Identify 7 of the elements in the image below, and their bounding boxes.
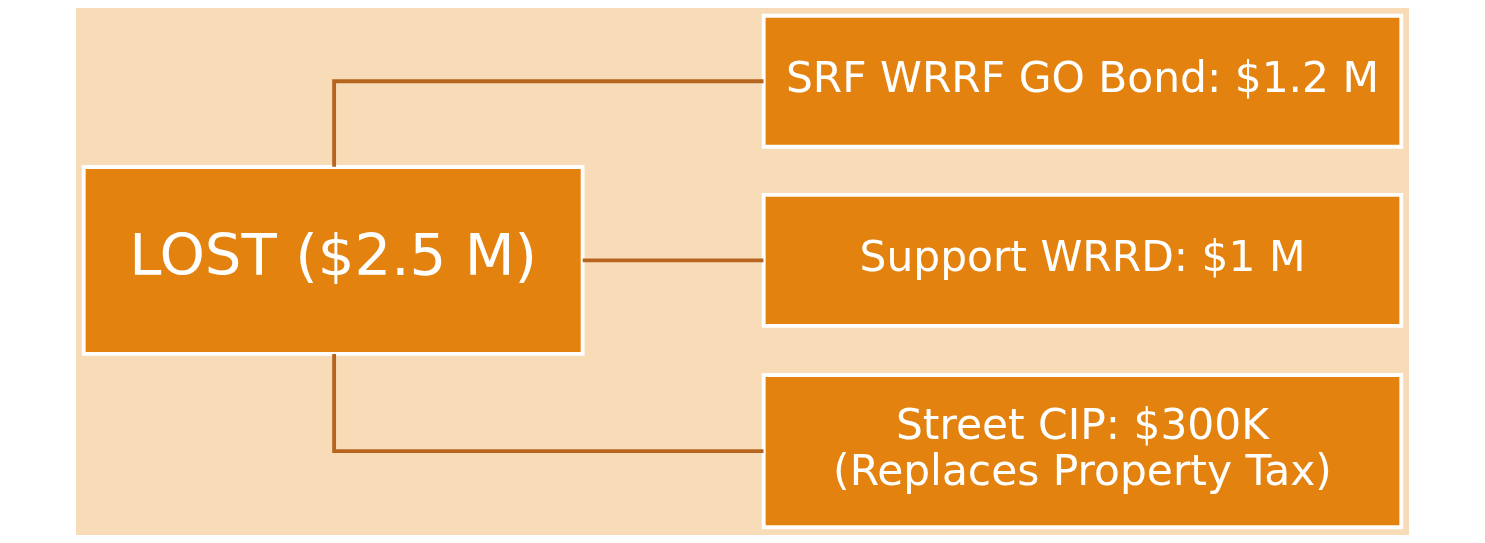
- connector: [332, 354, 764, 454]
- connector: [582, 258, 764, 263]
- connector: [332, 79, 764, 167]
- node-box: SRF WRRF GO Bond: $1.2 M: [761, 13, 1404, 149]
- node-box: LOST ($2.5 M): [81, 165, 585, 356]
- node-box: Street CIP: $300K (Replaces Property Tax): [761, 373, 1404, 530]
- node-box: Support WRRD: $1 M: [761, 193, 1404, 328]
